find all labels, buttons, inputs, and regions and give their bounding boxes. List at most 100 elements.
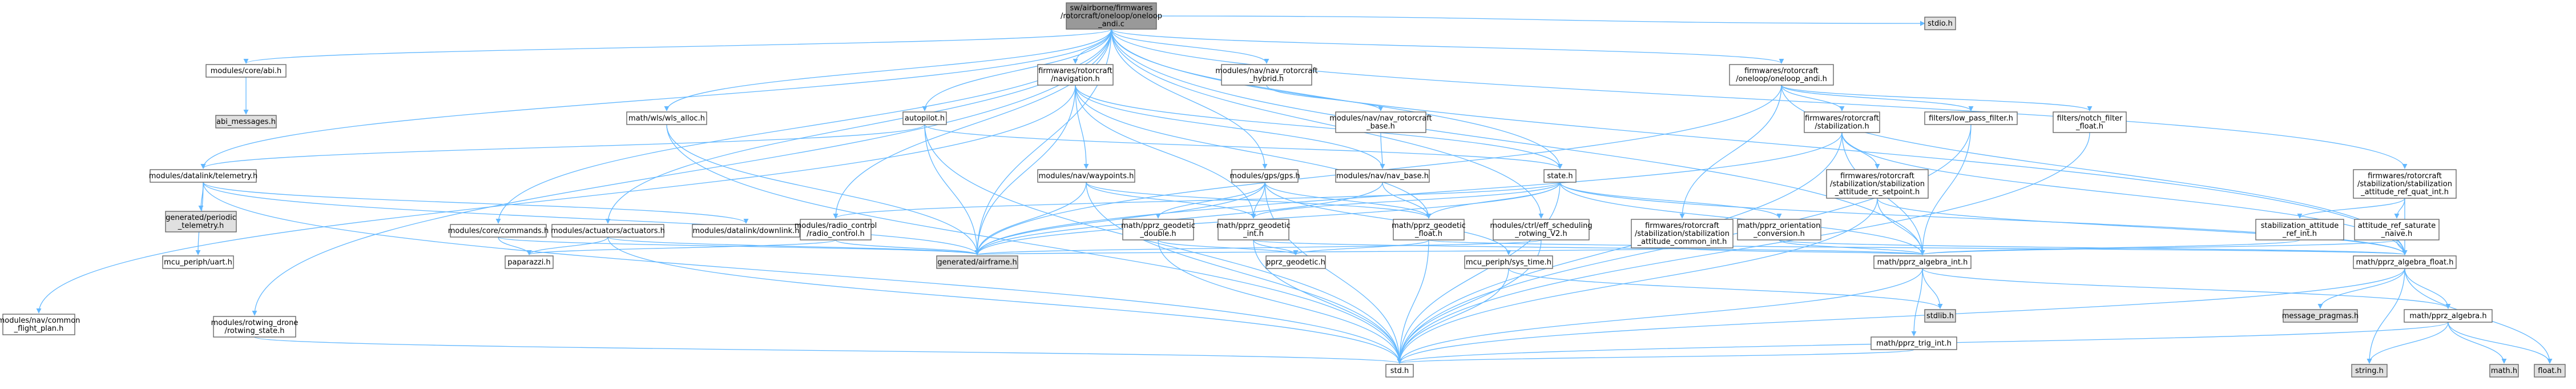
node-root[interactable]: sw/airborne/firmwares/rotorcraft/oneloop… [1061, 2, 1162, 30]
node-generated-periodic[interactable]: generated/periodic_telemetry.h [165, 211, 237, 232]
edge-stab_attitude_ref_int-to-math_algebra_int [1920, 239, 2300, 255]
node-modules-actuators[interactable]: modules/actuators/actuators.h [551, 224, 665, 238]
node-box [162, 255, 234, 269]
node-state[interactable]: state.h [1543, 169, 1577, 183]
edge-root-to-stab_ref_quat_int [1111, 29, 2408, 169]
node-mcu-periph-sys-time[interactable]: mcu_periph/sys_time.h [1464, 255, 1553, 269]
node-label-line: std.h [1390, 367, 1409, 375]
node-box [1737, 219, 1821, 240]
node-math-geodetic-int[interactable]: math/pprz_geodetic_int.h [1216, 219, 1291, 240]
node-label-line: _flight_plan.h [14, 324, 64, 333]
node-label-line: math/pprz_geodetic [1392, 222, 1466, 230]
edge-oneloop_andi_h-to-filters_low_pass [1781, 85, 1974, 111]
node-modules-nav-rotorcraft-hybrid[interactable]: modules/nav/nav_rotorcraft_hybrid.h [1215, 64, 1318, 86]
node-modules-nav-waypoints[interactable]: modules/nav/waypoints.h [1037, 169, 1135, 183]
node-math-algebra[interactable]: math/pprz_algebra.h [2404, 309, 2493, 323]
edge-root-to-math_algebra_int [1111, 29, 1925, 255]
nodes-layer: sw/airborne/firmwares/rotorcraft/oneloop… [0, 2, 2566, 378]
node-modules-nav-common-flight-plan[interactable]: modules/nav/common_flight_plan.h [0, 314, 80, 335]
edge-math_algebra_int-to-math_algebra [1922, 268, 2451, 309]
edge-root-to-modules_core_commands [495, 29, 1112, 224]
node-label-line: /stabilization/stabilization [1635, 230, 1730, 238]
edge-math_algebra_float-to-string_h [2367, 268, 2405, 364]
node-label-line: _attitude_common_int.h [1637, 238, 1727, 246]
node-oneloop-andi-h[interactable]: firmwares/rotorcraft/oneloop/oneloop_and… [1729, 64, 1834, 86]
node-message-pragmas[interactable]: message_pragmas.h [2282, 309, 2359, 323]
node-modules-datalink-downlink[interactable]: modules/datalink/downlink.h [692, 224, 800, 238]
edge-nav_rotorcraft_navigation-to-state [1075, 85, 1563, 169]
node-modules-nav-rotorcraft-base[interactable]: modules/nav/nav_rotorcraft_base.h [1329, 111, 1432, 133]
node-filters-notch[interactable]: filters/notch_filter_float.h [2053, 111, 2127, 133]
node-label-line: stdlib.h [1926, 312, 1954, 320]
node-math-geodetic-float[interactable]: math/pprz_geodetic_float.h [1392, 219, 1466, 240]
node-box [2353, 255, 2457, 269]
node-box [1393, 219, 1465, 240]
node-label-line: state.h [1547, 172, 1573, 181]
node-label-line: firmwares/rotorcraft [1805, 114, 1879, 123]
node-std[interactable]: std.h [1385, 364, 1414, 378]
node-pprz-geodetic[interactable]: pprz_geodetic.h [1265, 255, 1326, 269]
edge-modules_nav_waypoints-to-math_geodetic_float [1086, 182, 1432, 219]
node-label-line: autopilot.h [905, 114, 945, 123]
node-modules-datalink-telemetry[interactable]: modules/datalink/telemetry.h [149, 169, 258, 183]
node-modules-rotwing-drone[interactable]: modules/rotwing_drone/rotwing_state.h [211, 316, 299, 338]
node-label-line: modules/nav/nav_rotorcraft [1215, 67, 1318, 75]
node-box [1231, 169, 1299, 183]
node-stabilization-h[interactable]: firmwares/rotorcraft/stabilization.h [1804, 111, 1880, 133]
node-mcu-periph-uart[interactable]: mcu_periph/uart.h [162, 255, 234, 269]
node-math-geodetic-double[interactable]: math/pprz_geodetic_double.h [1121, 219, 1195, 240]
edge-stab_ref_quat_int-to-stab_attitude_ref_int [2297, 198, 2405, 219]
node-math-algebra-int[interactable]: math/pprz_algebra_int.h [1873, 255, 1972, 269]
node-modules-ctrl-eff-scheduling[interactable]: modules/ctrl/eff_scheduling_rotwing_V2.h [1490, 219, 1593, 240]
node-modules-core-commands[interactable]: modules/core/commands.h [448, 224, 549, 238]
edge-state-to-modules_radio_control [833, 182, 1561, 219]
node-modules-core-abi[interactable]: modules/core/abi.h [205, 64, 287, 78]
node-paparazzi[interactable]: paparazzi.h [505, 255, 554, 269]
node-filters-low-pass[interactable]: filters/low_pass_filter.h [1924, 111, 2018, 125]
node-modules-radio-control[interactable]: modules/radio_control/radio_control.h [795, 219, 877, 240]
node-stab-common-int[interactable]: firmwares/rotorcraft/stabilization/stabi… [1631, 219, 1734, 248]
node-stab-ref-quat-int[interactable]: firmwares/rotorcraft/stabilization/stabi… [2353, 169, 2457, 199]
edge-modules_ctrl_eff_scheduling-to-generated_airframe [975, 239, 1542, 255]
node-modules-nav-base[interactable]: modules/nav/nav_base.h [1335, 169, 1430, 183]
edge-root-to-modules_gps [1111, 29, 1268, 169]
node-label-line: modules/datalink/downlink.h [693, 227, 800, 235]
node-nav-rotorcraft-navigation[interactable]: firmwares/rotorcraft/navigation.h [1037, 64, 1114, 86]
node-autopilot[interactable]: autopilot.h [902, 111, 947, 125]
node-box [1804, 111, 1880, 133]
edge-modules_actuators-to-paparazzi [526, 236, 608, 255]
node-label-line: modules/core/abi.h [211, 67, 282, 75]
edge-mcu_periph_sys_time-to-std [1397, 268, 1509, 364]
node-box [2, 314, 75, 335]
node-math-algebra-float[interactable]: math/pprz_algebra_float.h [2353, 255, 2457, 269]
node-box [2353, 169, 2457, 199]
node-label-line: math.h [2491, 367, 2517, 375]
edge-state-to-math_algebra_int [1559, 182, 1925, 255]
node-label-line: _int.h [1243, 230, 1264, 238]
node-string-h[interactable]: string.h [2351, 364, 2388, 378]
node-label-line: filters/low_pass_filter.h [1929, 114, 2013, 123]
node-math-orientation-conversion[interactable]: math/pprz_orientation_conversion.h [1737, 219, 1821, 240]
node-math-wls-alloc[interactable]: math/wls/wls_alloc.h [626, 111, 707, 125]
node-math-h[interactable]: math.h [2489, 364, 2519, 378]
node-stdlib[interactable]: stdlib.h [1924, 309, 1956, 323]
node-float-h[interactable]: float.h [2534, 364, 2566, 378]
node-label-line: _andi.c [1098, 20, 1124, 29]
node-box [1924, 111, 2018, 125]
node-label-line: _base.h [1366, 122, 1395, 131]
node-label-line: firmwares/rotorcraft [1744, 67, 1819, 75]
node-stdio[interactable]: stdio.h [1924, 17, 1956, 30]
node-box [1493, 219, 1590, 240]
node-math-trig-int[interactable]: math/pprz_trig_int.h [1870, 336, 1957, 350]
node-abi-messages[interactable]: abi_messages.h [215, 115, 277, 129]
edge-math_algebra_float-to-std [1397, 268, 2405, 364]
node-stab-rc-setpoint[interactable]: firmwares/rotorcraft/stabilization/stabi… [1826, 169, 1929, 199]
edges-layer [36, 15, 2553, 364]
node-generated-airframe[interactable]: generated/airframe.h [936, 255, 1018, 269]
node-attitude-ref-saturate[interactable]: attitude_ref_saturate_naive.h [2354, 219, 2440, 240]
node-modules-gps[interactable]: modules/gps/gps.h [1229, 169, 1300, 183]
edge-stab_rc_setpoint-to-math_algebra_float [1877, 198, 2408, 255]
node-stab-attitude-ref-int[interactable]: stabilization_attitude_ref_int.h [2255, 219, 2344, 240]
node-box [1037, 64, 1114, 86]
node-label-line: _rotwing_V2.h [1514, 230, 1567, 238]
